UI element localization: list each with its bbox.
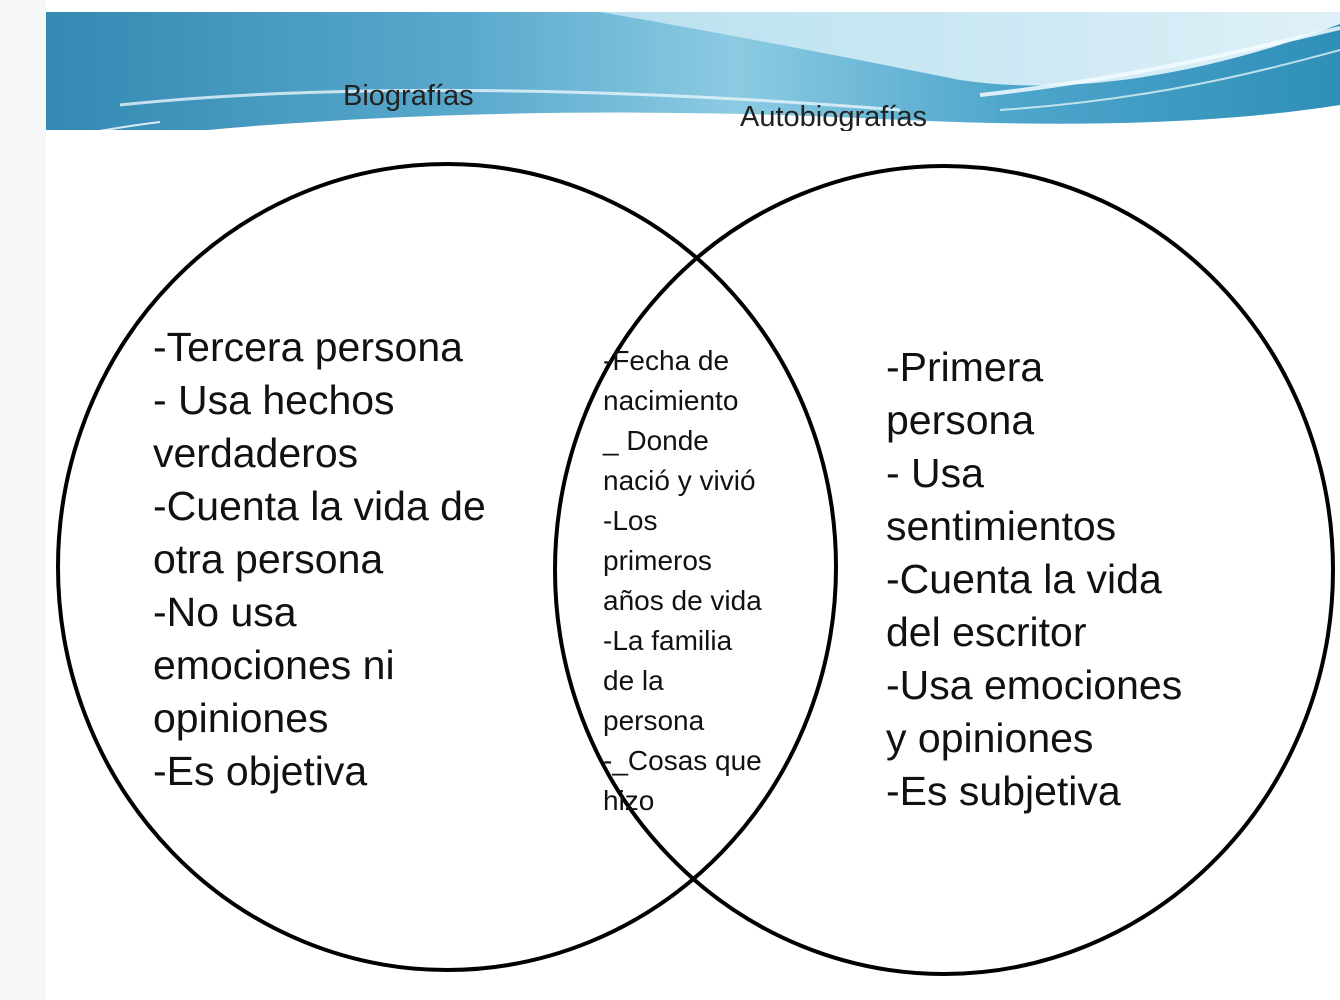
right-set-content: -Primera persona - Usa sentimientos -Cue… xyxy=(886,344,1183,814)
left-margin-strip xyxy=(0,0,46,1000)
left-set-content: -Tercera persona - Usa hechos verdaderos… xyxy=(153,324,486,794)
venn-circle-left xyxy=(56,162,838,972)
intersection-content: -Fecha de nacimiento _ Donde nació y viv… xyxy=(603,345,762,816)
venn-circle-right xyxy=(553,164,1335,976)
set-label-biografias: Biografías xyxy=(343,80,474,112)
header-wave-decoration xyxy=(0,0,1340,160)
set-label-autobiografias: Autobiografías xyxy=(740,101,928,131)
content-panel xyxy=(46,130,1340,1000)
